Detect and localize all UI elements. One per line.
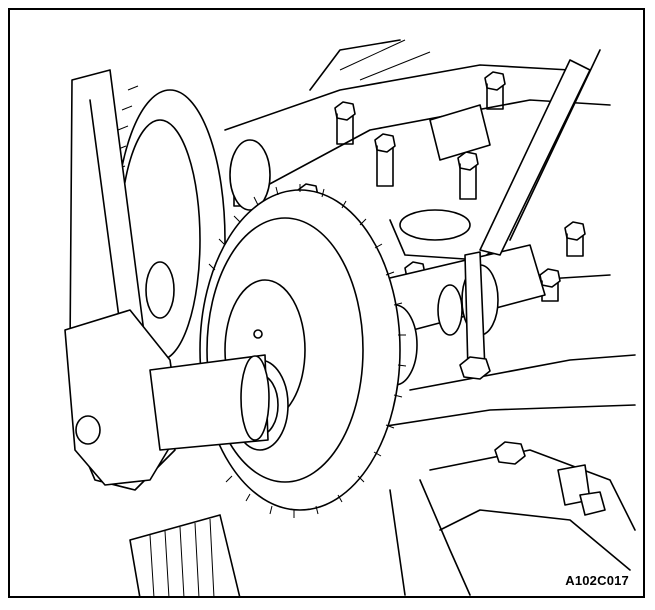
figure-frame: A102C017 — [8, 8, 645, 598]
cylinder-head — [224, 39, 636, 596]
bolt — [374, 133, 396, 187]
bolt — [457, 151, 479, 200]
lower-fittings — [129, 441, 606, 596]
engine-illustration — [64, 39, 636, 596]
front-camshaft-sprocket — [199, 184, 407, 518]
screwdriver — [459, 49, 601, 380]
holding-wrench — [64, 69, 270, 491]
figure-code: A102C017 — [565, 573, 629, 588]
bolt — [334, 101, 356, 145]
bolt — [564, 221, 586, 257]
bolt — [484, 71, 506, 110]
